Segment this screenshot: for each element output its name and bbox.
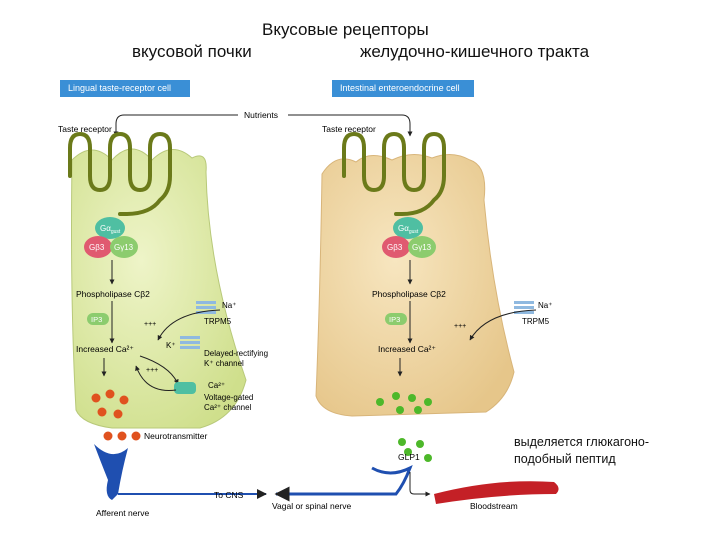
g-beta3-label-left: Gβ3 bbox=[89, 243, 105, 252]
g-gamma13-right bbox=[408, 236, 436, 258]
to-cns-label: To CNS bbox=[214, 490, 244, 500]
glp1-note: выделяется глюкагоно- подобный пептид bbox=[514, 434, 649, 468]
plus-label-left-2: +++ bbox=[146, 367, 158, 374]
ip3-label-left: IP3 bbox=[91, 315, 102, 324]
g-gamma13-left bbox=[110, 236, 138, 258]
lingual-cell-header: Lingual taste-receptor cell bbox=[60, 80, 190, 97]
na-influx-arrow-left bbox=[157, 309, 221, 341]
g-alpha-gust-left bbox=[95, 217, 125, 239]
trpm5-channel-left bbox=[196, 301, 216, 314]
trpm5-channel-right bbox=[514, 301, 534, 314]
na-label-left: Na⁺ bbox=[222, 301, 236, 310]
g-gamma13-label-right: Gγ13 bbox=[412, 243, 432, 252]
k-label: K⁺ bbox=[166, 341, 176, 350]
taste-receptor-label-left: Taste receptor bbox=[58, 124, 112, 134]
vagal-nerve-label: Vagal or spinal nerve bbox=[272, 501, 351, 511]
nutrients-arrow bbox=[113, 114, 238, 137]
ip3-label-right: IP3 bbox=[389, 315, 400, 324]
plc-label-right: Phospholipase Cβ2 bbox=[372, 289, 446, 299]
plus-label-left-1: +++ bbox=[144, 321, 156, 328]
ca-label: Ca²⁺ bbox=[208, 381, 225, 390]
plc-label-left: Phospholipase Cβ2 bbox=[76, 289, 150, 299]
na-label-right: Na⁺ bbox=[538, 301, 552, 310]
trpm5-label-left: TRPM5 bbox=[204, 317, 232, 326]
glp1-vesicles-in-cell bbox=[376, 392, 432, 414]
ip3-pill-left bbox=[87, 313, 109, 325]
taste-receptor-left bbox=[68, 131, 172, 216]
right-subtitle: желудочно-кишечного тракта bbox=[360, 42, 590, 61]
na-influx-arrow-right bbox=[469, 309, 537, 341]
g-beta3-right bbox=[382, 236, 410, 258]
glp1-note-line-1: выделяется глюкагоно- bbox=[514, 435, 650, 449]
vg-ca-label: Voltage-gated bbox=[204, 393, 253, 402]
plus-label-right: +++ bbox=[454, 323, 466, 330]
bloodstream-label: Bloodstream bbox=[470, 501, 518, 511]
vg-ca-channel bbox=[174, 382, 196, 394]
g-alpha-label-left: Gαgust bbox=[100, 224, 121, 235]
vagal-nerve bbox=[274, 464, 413, 502]
k-channel bbox=[180, 336, 200, 349]
glp1-label: GLP1 bbox=[398, 452, 420, 462]
depolarization-arrow bbox=[139, 355, 179, 385]
enteroendocrine-cell-body bbox=[315, 154, 515, 417]
neurotransmitter-vesicles bbox=[91, 389, 141, 441]
glp1-note-line-2: подобный пептид bbox=[514, 452, 616, 466]
afferent-nerve-label: Afferent nerve bbox=[96, 508, 150, 518]
ip3-pill-right bbox=[385, 313, 407, 325]
delayed-k-label: Delayed-rectifying bbox=[204, 349, 268, 358]
taste-receptor-label-right: Taste receptor bbox=[322, 124, 376, 134]
intestinal-cell-header: Intestinal enteroendocrine cell bbox=[332, 80, 474, 97]
afferent-nerve bbox=[94, 444, 128, 500]
g-alpha-gust-right bbox=[393, 217, 423, 239]
g-gamma13-label-left: Gγ13 bbox=[114, 243, 134, 252]
neurotransmitter-label: Neurotransmitter bbox=[144, 431, 207, 441]
nutrients-arrow-right bbox=[288, 114, 413, 137]
increased-ca-label-left: Increased Ca²⁺ bbox=[76, 344, 134, 354]
vg-ca-label-2: Ca²⁺ channel bbox=[204, 403, 252, 412]
g-beta3-left bbox=[84, 236, 112, 258]
ca-influx-arrow bbox=[135, 365, 177, 391]
g-alpha-label-right: Gαgust bbox=[398, 224, 419, 235]
page-title: Вкусовые рецепторы bbox=[262, 20, 429, 39]
trpm5-label-right: TRPM5 bbox=[522, 317, 550, 326]
nutrients-label: Nutrients bbox=[244, 110, 278, 120]
delayed-k-label-2: K⁺ channel bbox=[204, 359, 244, 368]
left-subtitle: вкусовой почки bbox=[132, 42, 252, 61]
glp1-arrow bbox=[409, 472, 431, 497]
glp1-released bbox=[398, 438, 432, 462]
g-beta3-label-right: Gβ3 bbox=[387, 243, 403, 252]
taste-receptor-right bbox=[342, 131, 446, 216]
increased-ca-label-right: Increased Ca²⁺ bbox=[378, 344, 436, 354]
bloodstream-vessel bbox=[434, 481, 559, 504]
